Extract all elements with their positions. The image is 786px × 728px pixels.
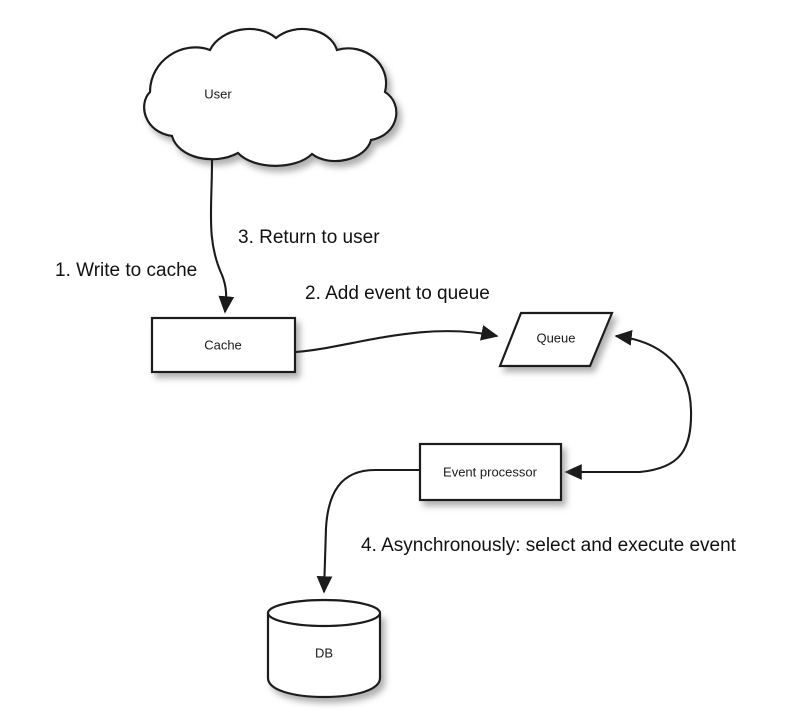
node-event-processor[interactable]: Event processor — [418, 442, 563, 502]
edge-cache-to-queue — [295, 325, 499, 354]
node-label-queue: Queue — [536, 330, 575, 345]
node-user[interactable]: User — [143, 27, 398, 167]
step-label-1: 1. Write to cache — [55, 260, 197, 281]
node-cache[interactable]: Cache — [150, 316, 297, 374]
step-label-3: 3. Return to user — [238, 227, 380, 248]
node-label-cache: Cache — [204, 337, 242, 352]
node-label-user: User — [204, 86, 232, 101]
step-label-2: 2. Add event to queue — [305, 283, 490, 304]
node-label-db: DB — [315, 645, 333, 660]
db-cylinder-top — [266, 598, 382, 628]
step-label-4: 4. Asynchronously: select and execute ev… — [361, 535, 737, 556]
edge-queue-event-processor — [564, 329, 693, 480]
node-label-event-processor: Event processor — [443, 464, 538, 479]
node-queue[interactable]: Queue — [498, 311, 614, 368]
edge-user-to-cache — [209, 159, 235, 314]
node-db[interactable]: DB — [266, 598, 382, 699]
edge-event-processor-to-db — [316, 468, 419, 594]
